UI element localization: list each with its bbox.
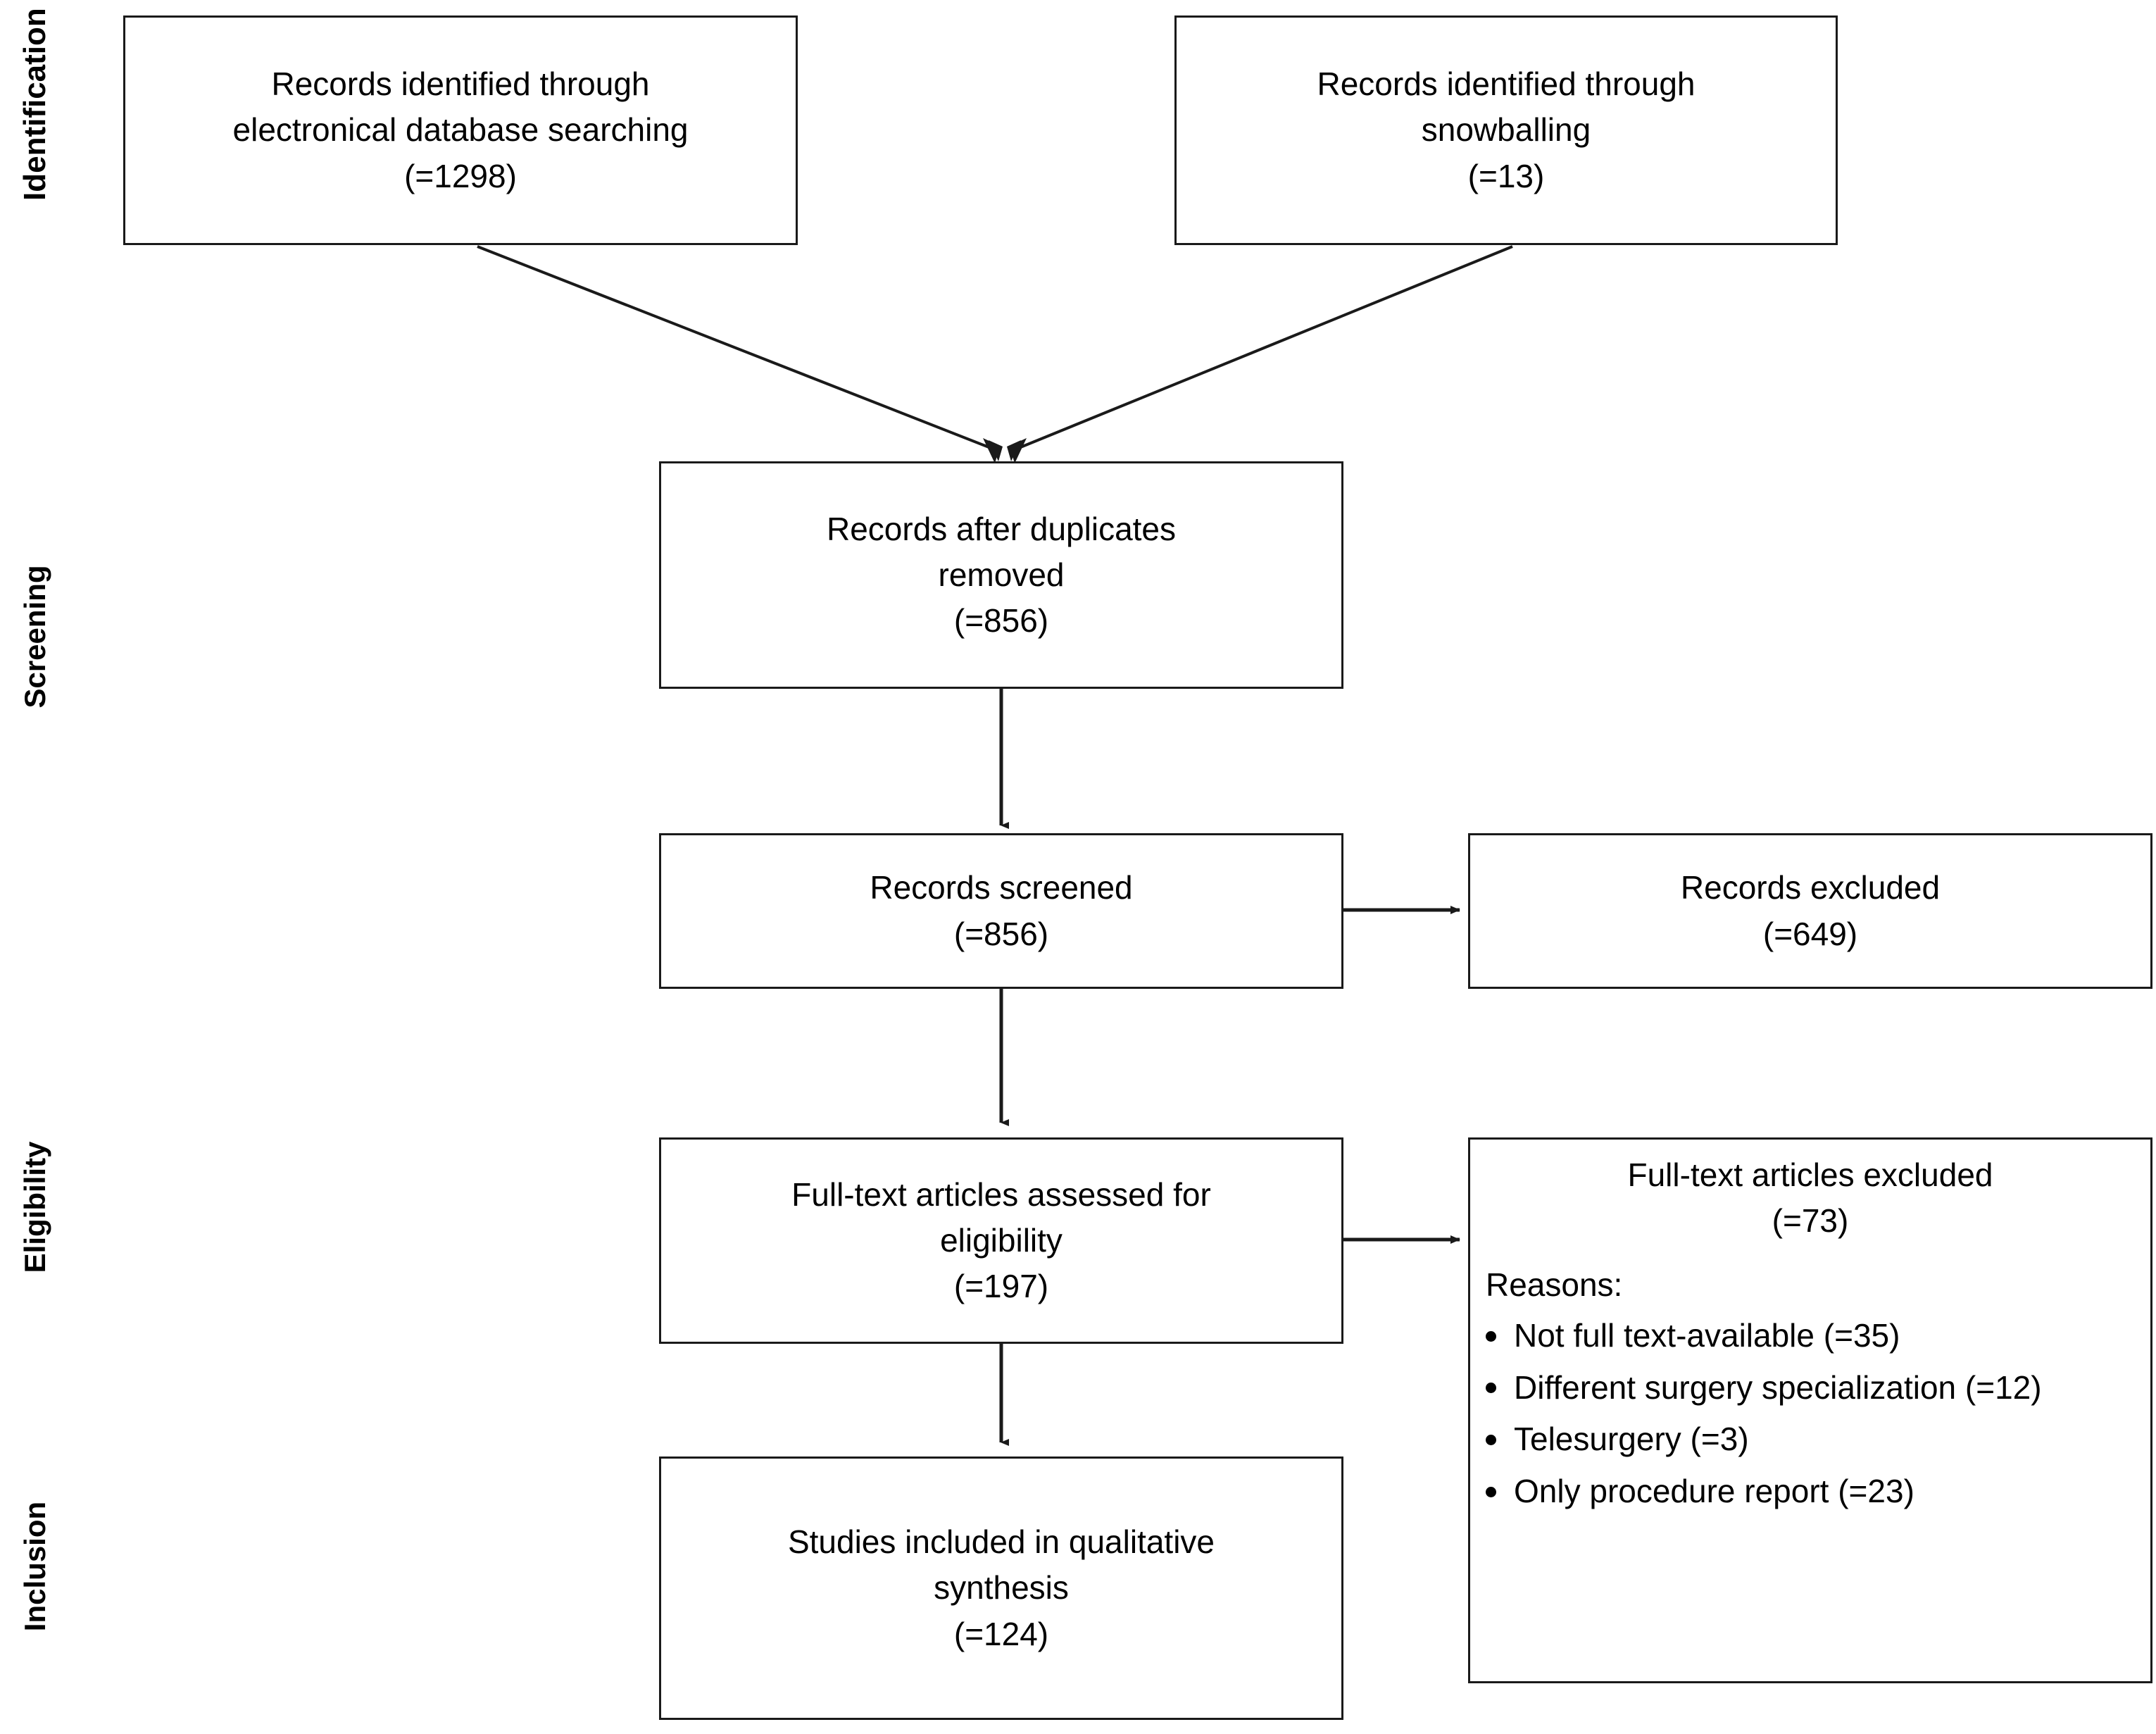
box-count: (=856) [953,915,1049,952]
connector-database-to-duplicates [477,245,1003,463]
box-count: (=73) [1772,1202,1849,1240]
reason-item: Telesurgery (=3) [1476,1416,2145,1462]
reason-item: Different surgery specialization (=12) [1476,1365,2145,1411]
stage-label-screening: Screening [18,565,51,709]
reason-item: Only procedure report (=23) [1476,1468,2145,1514]
box-line-2: removed [938,556,1065,593]
box-records-excluded: Records excluded (=649) [1468,833,2152,989]
reasons-label: Reasons: [1486,1266,1623,1303]
box-count: (=13) [1467,157,1545,194]
box-count: (=197) [953,1268,1049,1305]
box-count: (=856) [953,602,1049,640]
box-records-identified-snowballing: Records identified through snowballing (… [1174,15,1838,245]
box-line-1: Studies included in qualitative [787,1523,1215,1561]
box-line-2: eligibility [940,1221,1063,1259]
stage-label-identification: Identification [18,8,52,201]
box-line-1: Records after duplicates [826,510,1177,547]
connector-snowballing-to-duplicates [1007,245,1513,463]
box-records-after-duplicates-removed: Records after duplicates removed (=856) [659,461,1343,689]
box-line-1: Full-text articles assessed for [791,1175,1211,1213]
box-records-identified-database: Records identified through electronical … [123,15,798,245]
box-count: (=649) [1762,915,1858,952]
box-fulltext-articles-assessed: Full-text articles assessed for eligibil… [659,1137,1343,1344]
box-count: (=124) [953,1615,1049,1652]
box-line-1: Full-text articles excluded [1627,1156,1993,1193]
box-fulltext-articles-excluded: Full-text articles excluded (=73) Reason… [1468,1137,2152,1683]
box-line-2: electronical database searching [232,111,689,149]
box-line-1: Records excluded [1680,869,1941,906]
box-line-1: Records identified through [1317,66,1696,103]
box-studies-included: Studies included in qualitative synthesi… [659,1457,1343,1720]
reason-item: Not full text-available (=35) [1476,1313,2145,1359]
box-line-2: synthesis [934,1569,1069,1607]
stage-label-eligibility: Eligibility [18,1141,51,1273]
box-records-screened: Records screened (=856) [659,833,1343,989]
box-line-1: Records identified through [271,66,650,103]
box-line-2: snowballing [1421,111,1591,149]
box-line-1: Records screened [870,869,1133,906]
box-count: (=1298) [404,157,517,194]
reasons-list: Not full text-available (=35) Different … [1476,1313,2145,1520]
stage-label-inclusion: Inclusion [18,1501,51,1632]
